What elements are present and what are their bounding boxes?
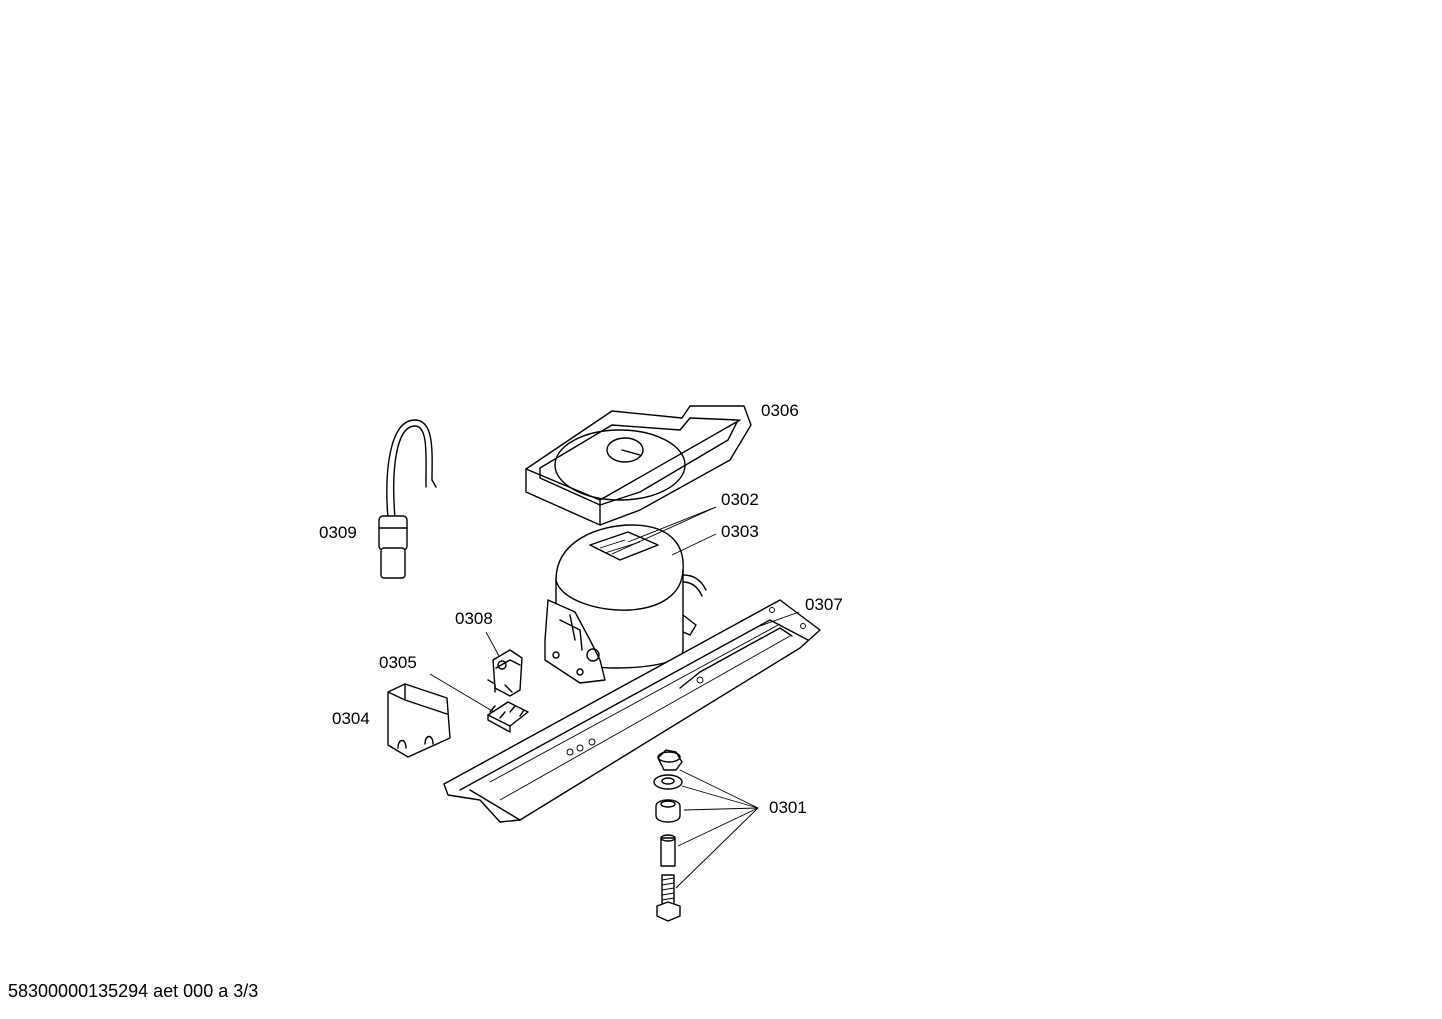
label-0301: 0301 [769, 798, 807, 817]
terminal-cover-part[interactable] [387, 683, 451, 758]
probe-sensor-part[interactable] [378, 419, 437, 579]
label-0302: 0302 [721, 490, 759, 509]
label-0307: 0307 [805, 595, 843, 614]
label-0304: 0304 [332, 709, 370, 728]
overload-protector-part[interactable] [487, 701, 529, 733]
starter-relay-part[interactable] [487, 649, 523, 697]
label-0309: 0309 [319, 523, 357, 542]
mounting-rail-part[interactable] [443, 599, 821, 823]
fixing-kit-part[interactable] [653, 749, 683, 922]
label-0303: 0303 [721, 522, 759, 541]
compressor-part[interactable] [544, 524, 707, 684]
leader-lines [429, 506, 800, 889]
label-0306: 0306 [761, 401, 799, 420]
drip-tray-part[interactable] [525, 405, 752, 526]
label-0305: 0305 [379, 653, 417, 672]
label-0308: 0308 [455, 609, 493, 628]
document-footer: 58300000135294 aet 000 a 3/3 [8, 981, 258, 1001]
